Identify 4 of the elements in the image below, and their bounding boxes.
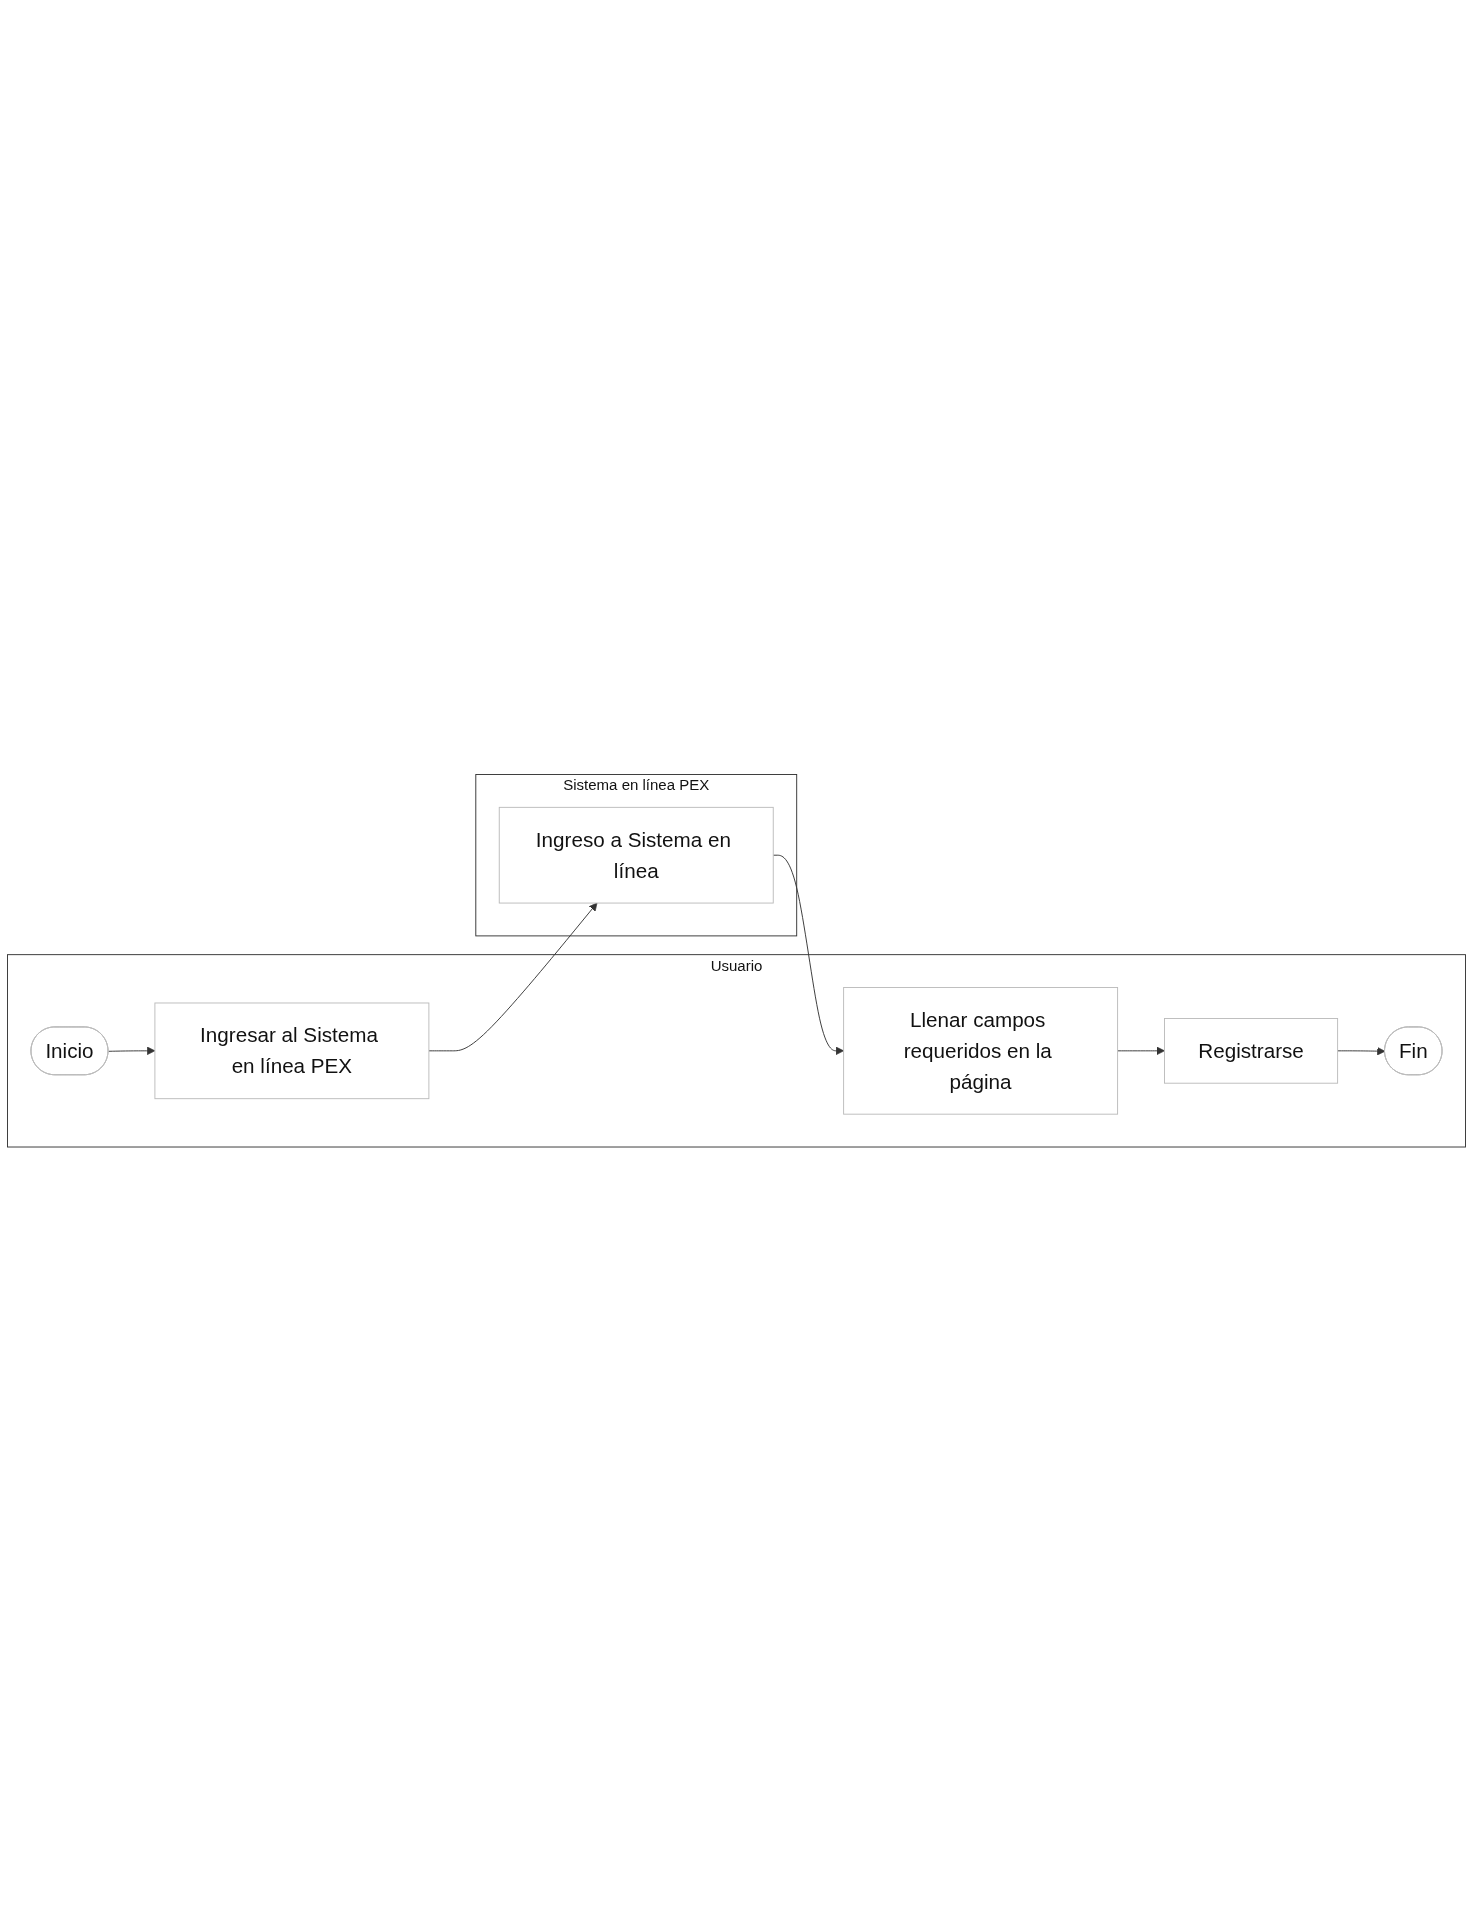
node-box: Ingreso a Sistema en línea xyxy=(498,806,774,904)
node-box: Llenar campos requeridos en la página xyxy=(843,986,1119,1115)
node-box: Ingresar al Sistema en línea PEX xyxy=(154,1002,430,1099)
node-box: Registrarse xyxy=(1164,1017,1339,1084)
